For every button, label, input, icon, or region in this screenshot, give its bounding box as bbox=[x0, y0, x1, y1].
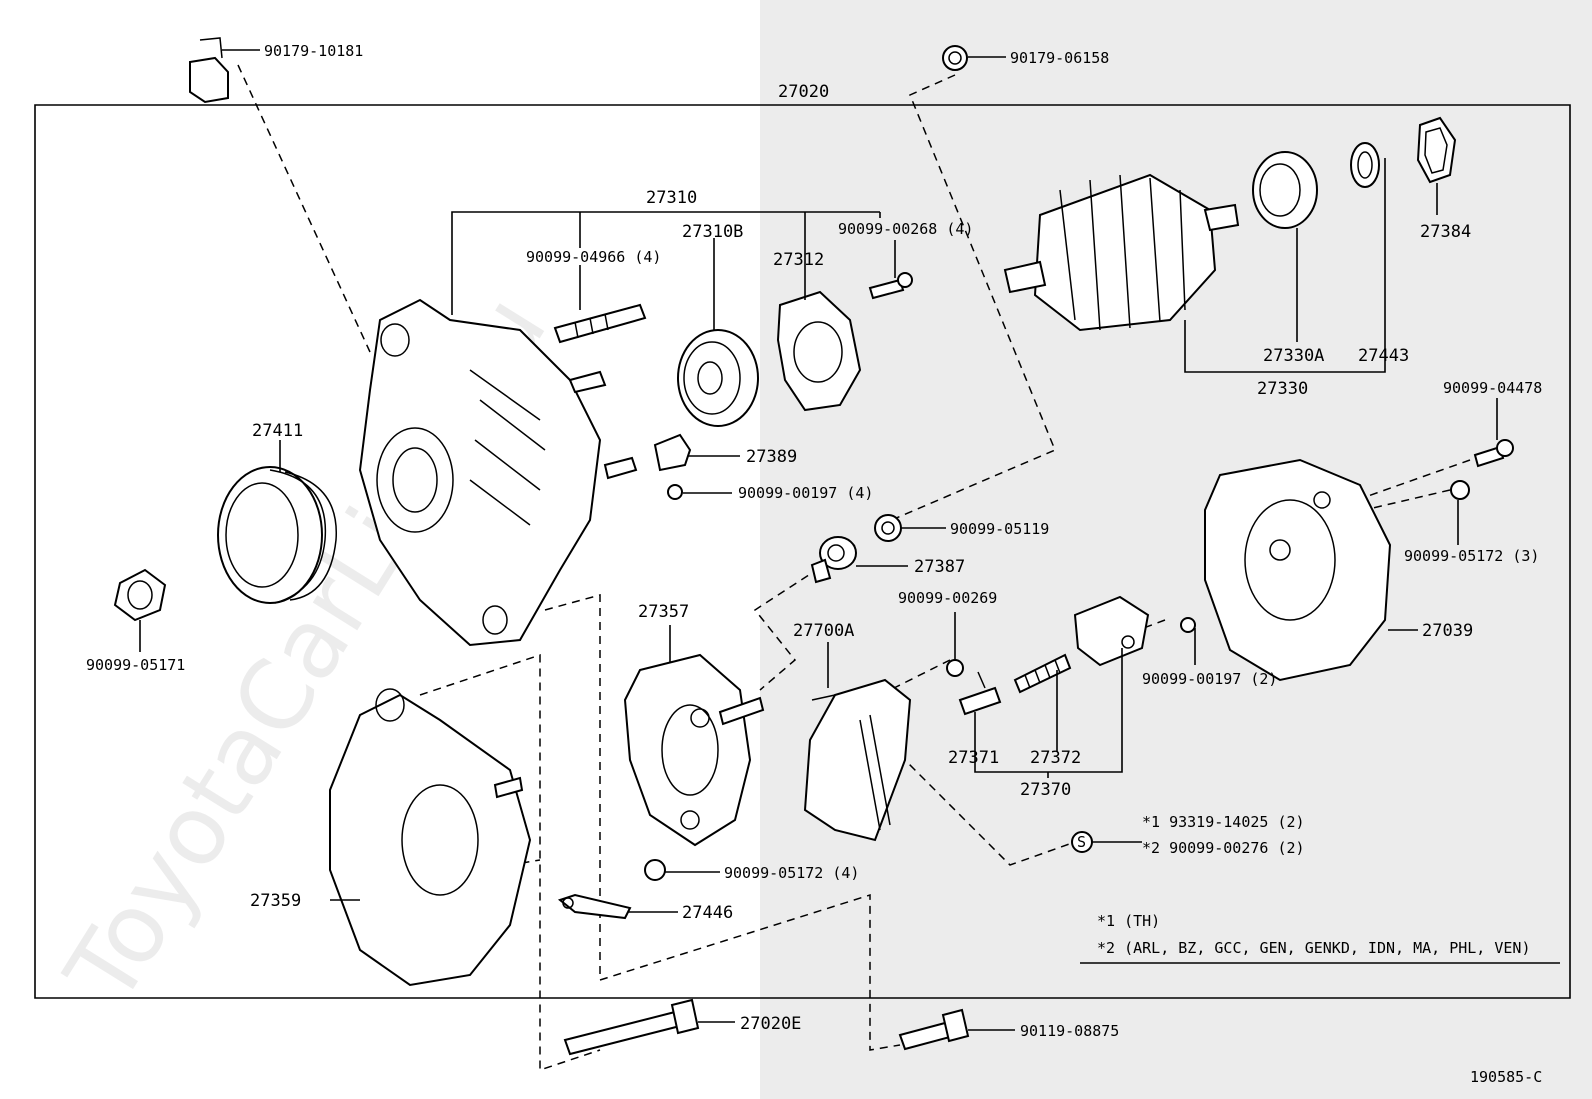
label-brush: 27371 bbox=[948, 748, 999, 768]
regulator-part bbox=[803, 678, 912, 842]
s-mark: S bbox=[1071, 831, 1093, 853]
label-bearing-cover: 27443 bbox=[1358, 346, 1409, 366]
label-rotor: 27330 bbox=[1257, 379, 1308, 399]
stud-bolt-part bbox=[553, 303, 647, 344]
label-pulley-nut: 90099-05171 bbox=[86, 656, 185, 674]
label-nut-05172-4: 90099-05172 (4) bbox=[724, 864, 859, 882]
notes-line-2: *2 (ARL, BZ, GCC, GEN, GENKD, IDN, MA, P… bbox=[1097, 939, 1530, 957]
solid-leaders bbox=[139, 49, 1560, 1031]
label-screw-00197-2: 90099-00197 (2) bbox=[1142, 670, 1277, 688]
thru-bolt-part bbox=[563, 998, 700, 1056]
label-thru-bolt: 27020E bbox=[740, 1014, 801, 1034]
notes-line-1: *1 (TH) bbox=[1097, 912, 1160, 930]
s-mark-text: S bbox=[1077, 833, 1086, 851]
clip-part bbox=[189, 37, 229, 104]
terminal-nut-part bbox=[874, 514, 902, 542]
frame-nut-part bbox=[644, 859, 666, 881]
label-regulator: 27700A bbox=[793, 621, 854, 641]
label-nut-05119: 90099-05119 bbox=[950, 520, 1049, 538]
pulley-nut-part bbox=[113, 568, 167, 622]
rear-cover-nut-part bbox=[1450, 480, 1470, 500]
brush-holder-part bbox=[1073, 595, 1150, 667]
label-screw-00269: 90099-00269 bbox=[898, 589, 997, 607]
label-terminal-bushing: 27387 bbox=[914, 557, 965, 577]
top-nut-part bbox=[942, 45, 968, 71]
rear-end-cover-part bbox=[1204, 458, 1392, 682]
label-terminal-insulator: 27389 bbox=[746, 447, 797, 467]
label-bolt-08875: 90119-08875 bbox=[1020, 1022, 1119, 1040]
label-nut-top: 90179-06158 bbox=[1010, 49, 1109, 67]
label-note2: *2 90099-00276 (2) bbox=[1142, 839, 1305, 857]
small-screw-rear-part bbox=[1180, 617, 1196, 633]
bearing-cover-part bbox=[1350, 142, 1380, 188]
rotor-part bbox=[1003, 173, 1240, 332]
bearing-ring-part bbox=[1416, 116, 1457, 184]
label-screw-00197-4: 90099-00197 (4) bbox=[738, 484, 873, 502]
label-rotor-bearing: 27330A bbox=[1263, 346, 1324, 366]
label-rear-end-cover: 27039 bbox=[1422, 621, 1473, 641]
bolt-08875-part bbox=[898, 1008, 970, 1051]
label-brush-spring: 27372 bbox=[1030, 748, 1081, 768]
label-plate: 27446 bbox=[682, 903, 733, 923]
label-rear-end-frame: 27359 bbox=[250, 891, 301, 911]
part-labels: 90179-10181 90179-06158 27020 27310 2731… bbox=[86, 42, 1542, 1086]
figure-code: 190585-C bbox=[1470, 1068, 1542, 1086]
label-assembly: 27020 bbox=[778, 82, 829, 102]
label-rectifier-holder: 27357 bbox=[638, 602, 689, 622]
drive-end-frame-part bbox=[358, 298, 602, 647]
label-screw-04478: 90099-04478 bbox=[1443, 379, 1542, 397]
label-bearing-retainer: 27312 bbox=[773, 250, 824, 270]
terminal-studs-part bbox=[568, 370, 638, 480]
rear-cover-screw-part bbox=[1473, 439, 1514, 468]
regulator-screw-part bbox=[946, 659, 964, 677]
label-bearing-ring: 27384 bbox=[1420, 222, 1471, 242]
assembly-frame bbox=[34, 104, 1571, 999]
rectifier-holder-part bbox=[623, 653, 765, 847]
label-note1: *1 93319-14025 (2) bbox=[1142, 813, 1305, 831]
retainer-screw-part bbox=[868, 272, 913, 300]
plate-part bbox=[557, 893, 632, 920]
label-clip-top: 90179-10181 bbox=[264, 42, 363, 60]
drive-end-bearing-part bbox=[677, 329, 759, 427]
pulley-part bbox=[217, 466, 337, 604]
small-screw-part bbox=[667, 484, 683, 500]
label-pulley: 27411 bbox=[252, 421, 303, 441]
brush-part bbox=[958, 671, 1002, 716]
label-brush-holder: 27370 bbox=[1020, 780, 1071, 800]
terminal-insulator-part bbox=[653, 433, 692, 472]
brush-spring-part bbox=[1013, 653, 1072, 694]
rotor-bearing-part bbox=[1252, 151, 1318, 229]
terminal-bushing-part bbox=[810, 536, 857, 584]
label-screw-04966: 90099-04966 (4) bbox=[526, 248, 661, 266]
background-shade bbox=[760, 0, 1592, 1099]
label-screw-00268: 90099-00268 (4) bbox=[838, 220, 973, 238]
rear-end-frame-part bbox=[329, 688, 532, 987]
bearing-retainer-part bbox=[776, 290, 862, 412]
label-drive-end-frame: 27310 bbox=[646, 188, 697, 208]
label-drive-end-bearing: 27310B bbox=[682, 222, 743, 242]
label-nut-05172-3: 90099-05172 (3) bbox=[1404, 547, 1539, 565]
